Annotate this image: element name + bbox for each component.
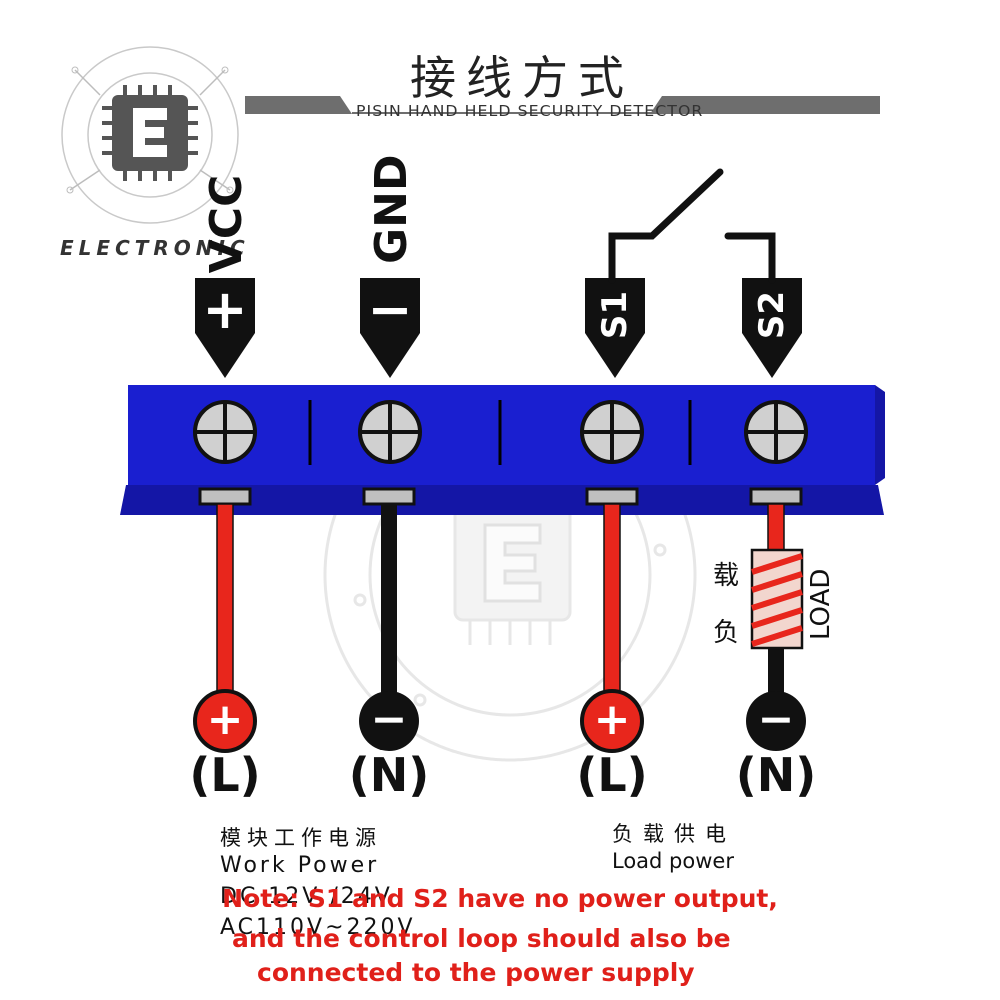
note-line-1: Note: S1 and S2 have no power output, [222,884,778,913]
pin-tag-s2 [742,278,802,378]
load-label-en: LOAD [806,568,836,640]
screw-2 [358,400,422,464]
terminal-label-1: (L) [189,748,261,802]
wire-1 [216,503,234,697]
pin-tag-gnd [360,278,420,378]
pin-sign-plus: + [202,278,248,341]
load-label-cn-1: 负 [713,618,740,648]
work-power-dc: DC 12V /24V [220,884,393,909]
terminal-minus-2 [746,691,806,751]
terminal-sign-4: − [757,694,795,745]
terminal-sign-2: − [370,694,408,745]
header-title: 接线方式 [410,51,634,105]
load-power-en: Load power [612,849,734,873]
wire-sockets [198,487,803,506]
pin-sign-minus: − [367,278,413,341]
terminal-label-2: (N) [348,748,430,802]
note-line-2: and the control loop should also be [232,924,731,953]
terminal-label-4: (N) [735,748,817,802]
screw-3 [580,400,644,464]
terminal-plus-1 [193,689,257,753]
terminal-plus-2 [580,689,644,753]
pin-sign-s1: S1 [595,290,635,340]
pin-tag-s1 [585,278,645,378]
pin-label-vcc: VCC [201,174,252,274]
wire-3 [603,503,621,697]
work-power-en: Work Power [220,853,380,878]
pin-sign-s2: S2 [752,290,792,340]
header-rule [245,96,880,114]
terminal-block [120,385,885,515]
work-power-ac: AC110V~220V [220,915,416,940]
brand-logo [61,46,239,224]
work-power-cn: 模块工作电源 [220,826,382,850]
load-resistor [750,548,804,650]
terminal-sign-1: + [206,694,244,745]
screw-1 [193,400,257,464]
switch-symbol [608,168,776,284]
wire-4 [767,503,785,696]
pin-tag-vcc [195,278,255,378]
note-line-3: connected to the power supply [257,958,695,987]
load-power-cn: 负载供电 [612,822,736,846]
terminal-label-3: (L) [576,748,648,802]
brand-name: ELECTRONIC [60,236,250,260]
header-subtitle: PISIN HAND HELD SECURITY DETECTOR [356,102,704,120]
terminal-sign-3: + [593,694,631,745]
pin-label-gnd: GND [366,154,417,264]
wire-2 [381,504,397,696]
screw-4 [744,400,808,464]
load-label-cn-2: 载 [713,561,740,591]
terminal-minus-1 [359,691,419,751]
